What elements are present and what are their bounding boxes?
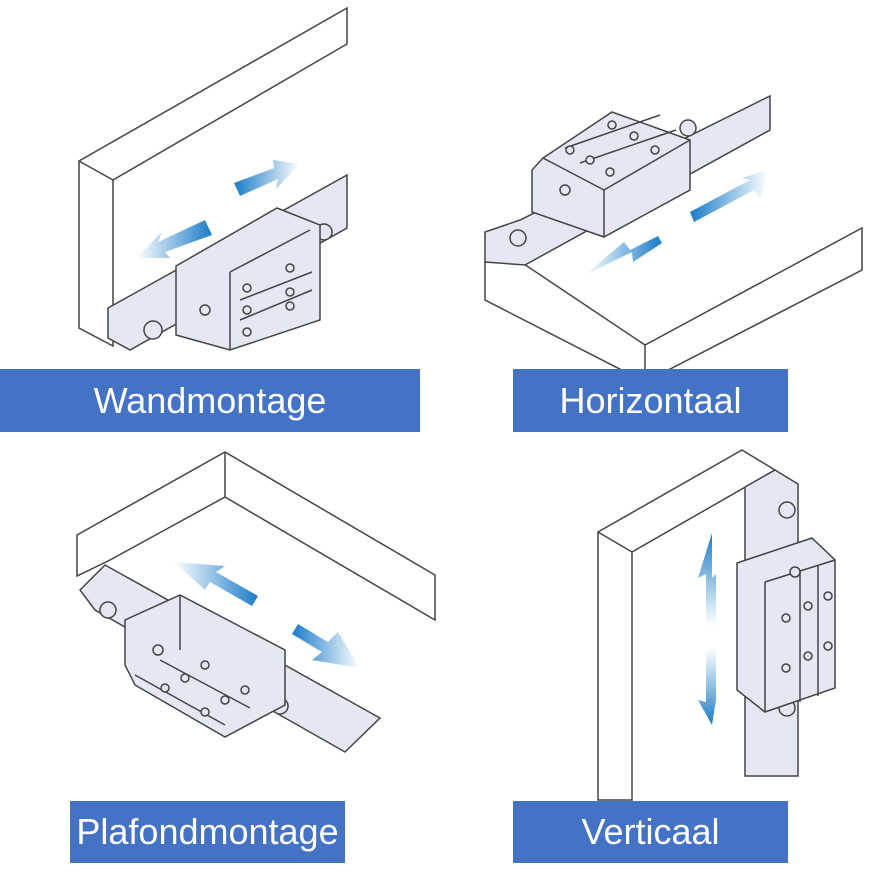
wall-block [78, 6, 348, 348]
arrow-left-icon [136, 220, 212, 258]
carriage-block [124, 594, 286, 738]
wall-block [597, 449, 777, 801]
label-wandmontage: Wandmontage [0, 369, 420, 432]
carriage-block [736, 537, 836, 713]
arrow-down-right-icon [292, 624, 360, 668]
arrow-up-icon [698, 533, 716, 625]
carriage-block [175, 207, 321, 351]
label-horizontaal: Horizontaal [513, 369, 788, 432]
arrow-right-icon [234, 160, 300, 196]
wall-mount-illustration [78, 6, 348, 351]
arrow-up-left-icon [174, 562, 258, 606]
horizontal-mount-illustration [484, 94, 863, 383]
arrow-down-left-icon [585, 236, 662, 275]
vertical-mount-illustration [597, 449, 836, 801]
ceiling-block [76, 451, 436, 622]
label-plafondmontage: Plafondmontage [70, 801, 345, 863]
carriage-block [531, 111, 691, 238]
ceiling-mount-illustration [76, 451, 436, 753]
label-verticaal: Verticaal [513, 801, 788, 863]
arrow-down-icon [698, 648, 716, 725]
arrow-up-right-icon [690, 170, 768, 222]
